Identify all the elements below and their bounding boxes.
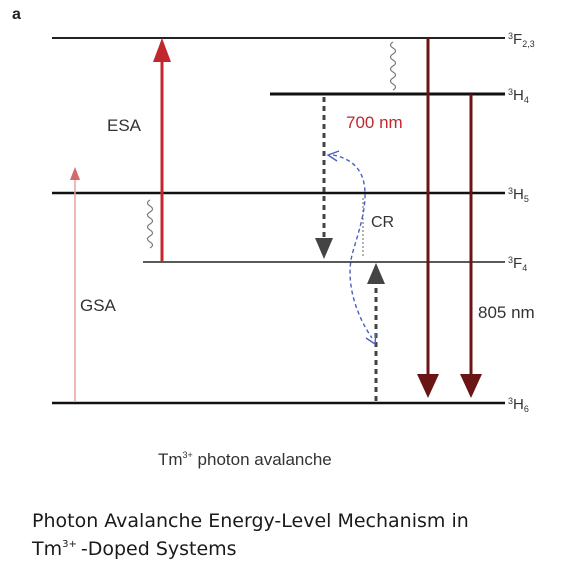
level-F23-label: 3F2,3: [508, 31, 535, 49]
emission-700-label: 700 nm: [346, 113, 403, 132]
level-F4-label: 3F4: [508, 255, 527, 273]
level-H6-label: 3H6: [508, 396, 529, 414]
diagram-caption: Tm3+ photon avalanche: [158, 450, 332, 469]
level-H5-label: 3H5: [508, 186, 529, 204]
relaxation-wave-F23-H4: [389, 41, 397, 91]
figure-caption-line1: Photon Avalanche Energy-Level Mechanism …: [32, 510, 469, 532]
esa-arrow: [153, 38, 171, 262]
caption-rest: -Doped Systems: [80, 538, 237, 560]
cr-up-arrow: [367, 263, 385, 401]
cr-down-arrow: [315, 97, 333, 259]
panel-label: a: [12, 6, 21, 23]
level-H4-label: 3H4: [508, 87, 529, 105]
emission-805-label: 805 nm: [478, 303, 535, 322]
relaxation-wave-H5-F4: [146, 199, 154, 249]
figure-caption: Photon Avalanche Energy-Level Mechanism …: [32, 509, 572, 561]
caption-charge: 3+: [62, 539, 77, 550]
energy-level-diagram: a 3F2,3 3H4 3H5 3F4 3H6 GSA ESA CR: [12, 6, 535, 469]
cr-label: CR: [371, 214, 394, 231]
caption-element: Tm: [32, 538, 63, 560]
cr-curve-arrow: [326, 150, 377, 346]
emission-805-arrow: [460, 94, 482, 398]
emission-700-arrow: [417, 38, 439, 398]
figure-caption-line2: Tm3+-Doped Systems: [32, 533, 572, 561]
esa-label: ESA: [107, 116, 142, 135]
gsa-arrow: [70, 167, 80, 401]
gsa-label: GSA: [80, 296, 117, 315]
